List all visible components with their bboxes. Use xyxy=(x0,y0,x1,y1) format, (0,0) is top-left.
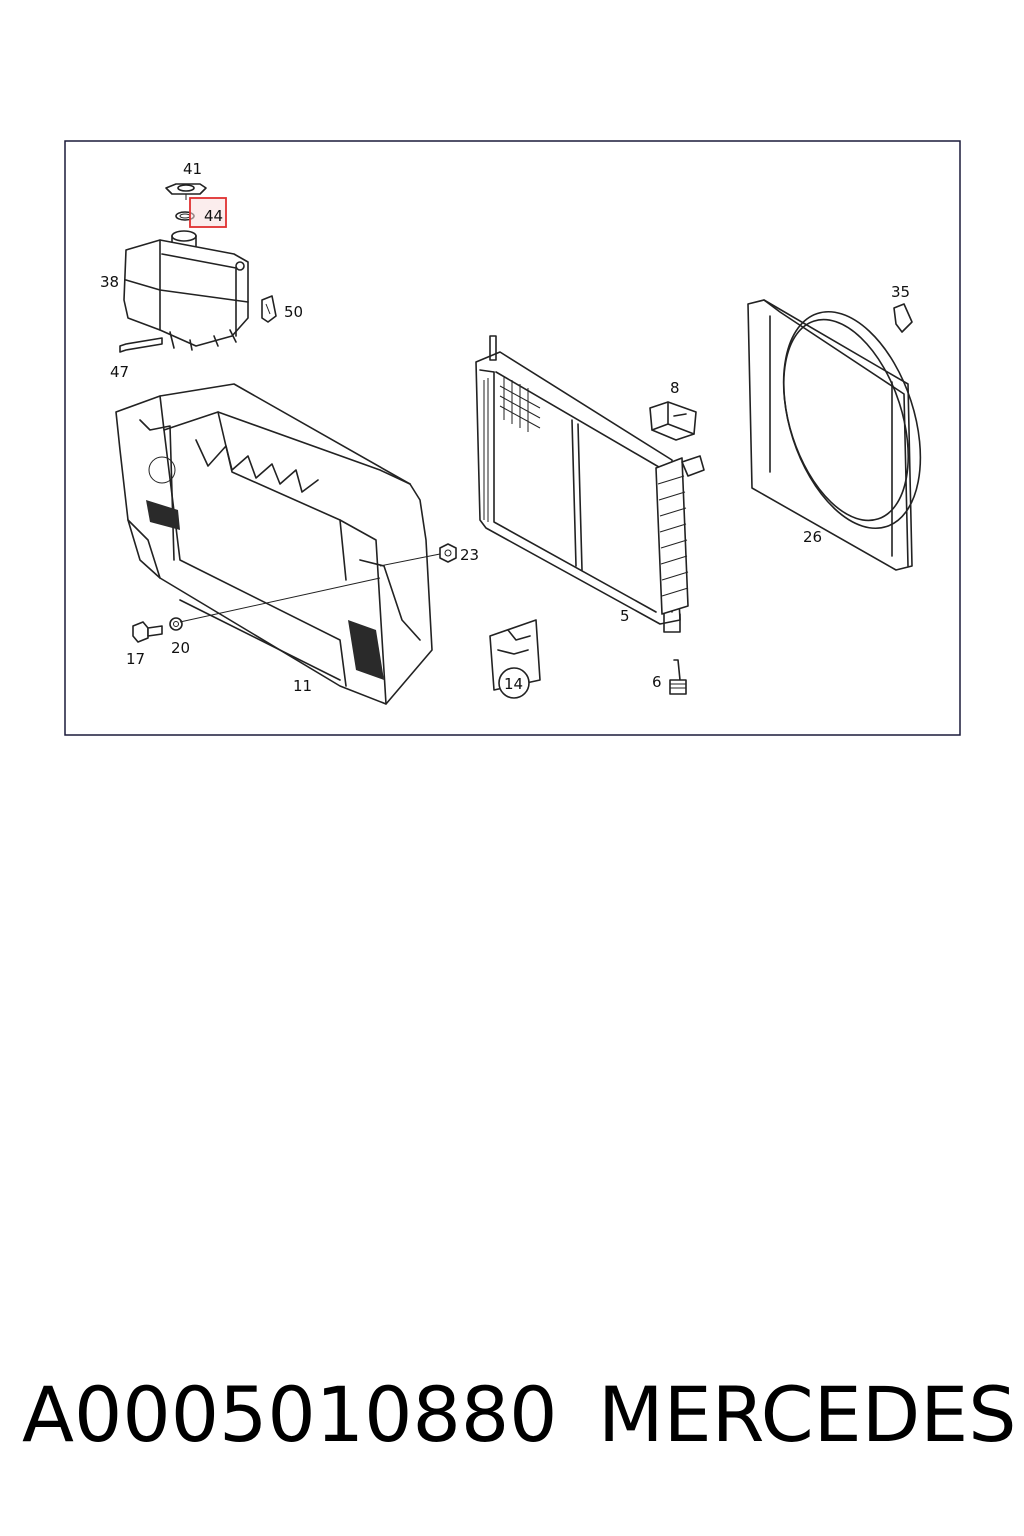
caption: A0005010880 MERCEDES xyxy=(0,1370,1024,1480)
callout-8[interactable]: 8 xyxy=(670,379,680,397)
bracket xyxy=(489,619,541,699)
callout-41[interactable]: 41 xyxy=(183,160,202,178)
callout-5[interactable]: 5 xyxy=(620,607,630,625)
callout-44[interactable]: 44 xyxy=(204,207,223,225)
parts-diagram: 41 44 38 50 47 35 8 26 23 5 17 20 11 14 … xyxy=(64,140,961,736)
radiator-support-frame xyxy=(115,383,457,705)
brand-name: MERCEDES xyxy=(598,1370,1017,1459)
callout-17[interactable]: 17 xyxy=(126,650,145,668)
callout-35[interactable]: 35 xyxy=(891,283,910,301)
radiator xyxy=(475,335,705,633)
rubber-mount xyxy=(649,401,697,441)
callout-14[interactable]: 14 xyxy=(504,675,523,693)
callout-50[interactable]: 50 xyxy=(284,303,303,321)
callout-6[interactable]: 6 xyxy=(652,673,662,691)
highlight-box xyxy=(189,197,227,228)
callout-20[interactable]: 20 xyxy=(171,639,190,657)
callout-38[interactable]: 38 xyxy=(100,273,119,291)
drain-plug xyxy=(669,659,687,695)
part-number: A0005010880 xyxy=(22,1370,558,1459)
callout-26[interactable]: 26 xyxy=(803,528,822,546)
fan-shroud xyxy=(747,299,922,571)
callout-47[interactable]: 47 xyxy=(110,363,129,381)
diagram-frame xyxy=(64,140,961,736)
callout-11[interactable]: 11 xyxy=(293,677,312,695)
callout-23[interactable]: 23 xyxy=(460,546,479,564)
expansion-tank xyxy=(119,183,277,353)
